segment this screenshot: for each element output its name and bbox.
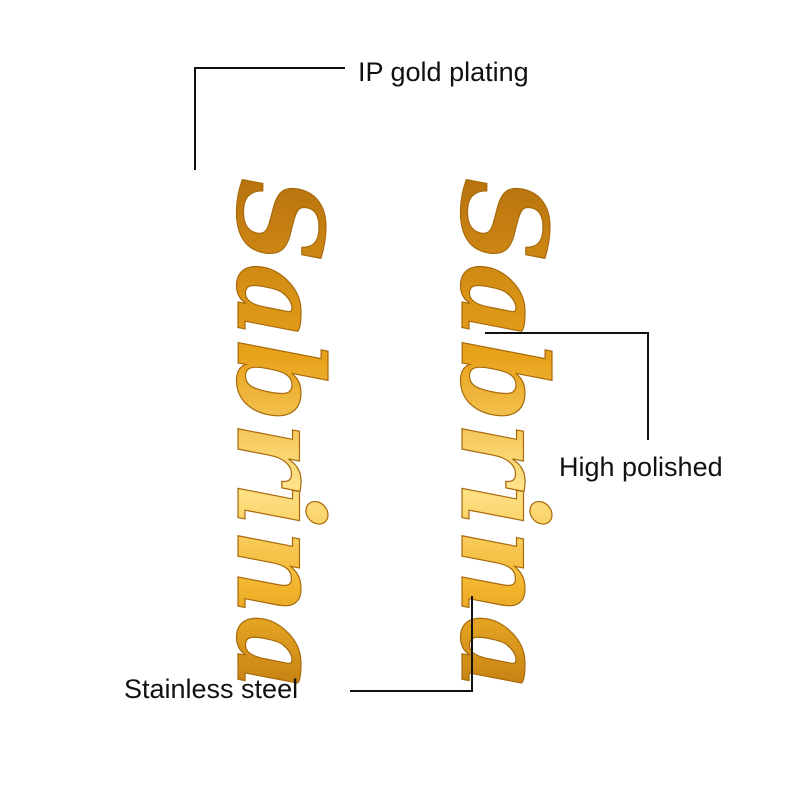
callout-line-finish: [485, 332, 649, 440]
callout-high-polished: High polished: [559, 452, 723, 482]
engraved-name-right: Sabrina: [434, 178, 573, 691]
callout-line-material: [350, 596, 473, 692]
earring-right: Sabrina: [433, 177, 573, 692]
callout-ip-gold-plating: IP gold plating: [358, 57, 529, 87]
engraved-name-left: Sabrina: [210, 178, 349, 691]
callout-line-plating: [194, 67, 345, 170]
callout-stainless-steel: Stainless steel: [124, 674, 299, 704]
earring-left: Sabrina: [209, 177, 349, 692]
